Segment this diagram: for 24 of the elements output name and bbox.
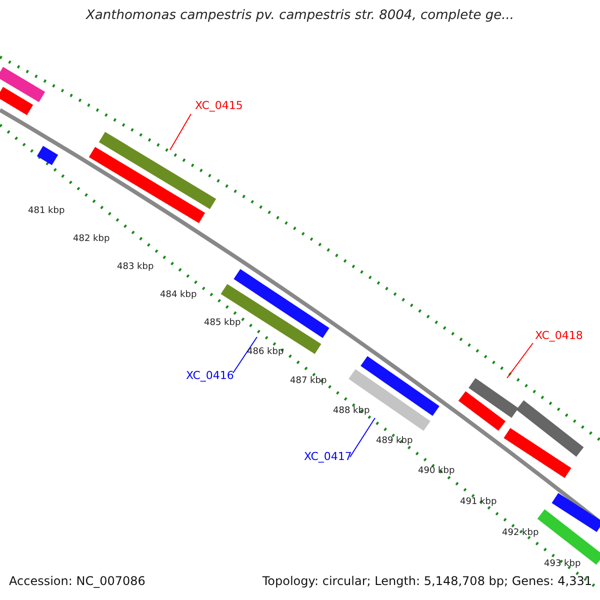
scale-label: 483 kbp xyxy=(117,262,154,272)
scale-label: 490 kbp xyxy=(418,466,455,476)
scale-label: 485 kbp xyxy=(204,318,241,328)
footer-text: Accession: NC_007086 xyxy=(9,574,146,588)
scale-label: 493 kbp xyxy=(544,559,581,569)
gene-feature xyxy=(220,284,322,354)
gene-feature xyxy=(98,132,216,210)
scale-label: 482 kbp xyxy=(73,234,110,244)
scale-label: 487 kbp xyxy=(290,376,327,386)
gene-label: XC_0418 xyxy=(535,329,583,342)
gene-label: XC_0415 xyxy=(195,99,243,112)
scale-label: 492 kbp xyxy=(502,528,539,538)
footer-text: Topology: circular; Length: 5,148,708 bp; Genes: 4,331 xyxy=(262,574,592,588)
gene-label: XC_0417 xyxy=(304,450,352,463)
leader-line xyxy=(232,336,258,374)
scale-label: 486 kbp xyxy=(247,347,284,357)
scale-label: 488 kbp xyxy=(333,406,370,416)
title: Xanthomonas campestris pv. campestris str. 8004, complete ge... xyxy=(84,8,515,23)
gene-feature xyxy=(348,369,430,431)
gene-label: XC_0416 xyxy=(186,369,234,382)
leader-line xyxy=(350,418,376,458)
leader-line xyxy=(170,114,192,150)
scale-label: 491 kbp xyxy=(460,497,497,507)
leader-line xyxy=(506,342,534,378)
